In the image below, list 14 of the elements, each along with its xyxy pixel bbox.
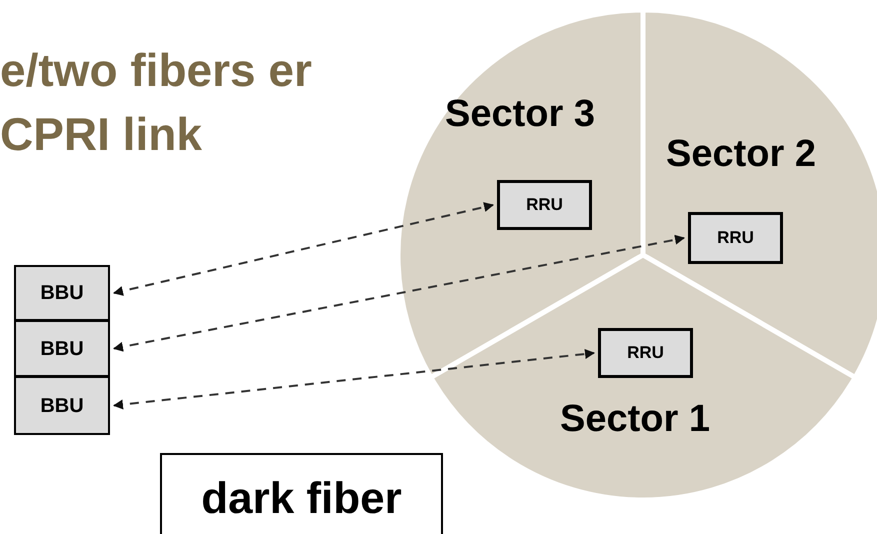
label-box: dark fiber bbox=[160, 453, 443, 534]
dashed-arrow bbox=[113, 202, 494, 296]
sector-label: Sector 2 bbox=[666, 135, 816, 173]
title: e/two fibers er CPRI link bbox=[0, 43, 313, 162]
unit-box: RRU bbox=[497, 180, 592, 230]
sector-label: Sector 3 bbox=[445, 95, 595, 133]
sector-label: Sector 1 bbox=[560, 400, 710, 438]
dashed-arrow bbox=[113, 234, 685, 352]
unit-box: RRU bbox=[688, 212, 783, 264]
dashed-arrow bbox=[113, 349, 595, 410]
unit-box: RRU bbox=[598, 328, 693, 378]
unit-box: BBU bbox=[14, 320, 110, 377]
unit-box: BBU bbox=[14, 265, 110, 321]
unit-box: BBU bbox=[14, 376, 110, 435]
